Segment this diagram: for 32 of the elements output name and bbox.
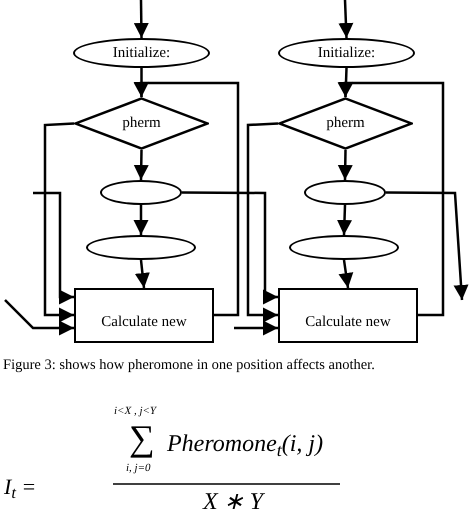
arrow	[134, 205, 148, 235]
process-box	[278, 288, 418, 343]
arrow	[338, 260, 354, 288]
formula-text: I$_{t}$ =	[4, 476, 36, 498]
formula-text: X ∗ Y	[203, 490, 264, 514]
arrow	[338, 150, 353, 180]
arrow	[134, 0, 149, 38]
node-label: Initialize:	[318, 44, 376, 63]
node-label: Initialize:	[112, 44, 170, 63]
arrow	[133, 82, 240, 316]
arrow	[337, 204, 352, 236]
formula-text: ∑	[129, 420, 155, 456]
arrow	[134, 150, 149, 180]
arrow	[338, 0, 354, 38]
arrow	[182, 191, 278, 304]
arrow	[44, 122, 74, 322]
arrow	[246, 122, 278, 322]
process-box	[74, 288, 214, 343]
arrow	[337, 82, 444, 316]
node-label: pherm	[326, 114, 365, 134]
arrow	[4, 299, 74, 336]
node-label: pherm	[122, 114, 161, 134]
formula-text: i, j=0	[126, 463, 151, 474]
arrow	[386, 191, 468, 300]
formula-text: Pheromone$_{t}$(i, j)	[167, 432, 324, 456]
arrow	[33, 192, 74, 304]
node-label: Calculate new	[101, 312, 187, 332]
formula-text: i<X , j<Y	[114, 406, 156, 417]
arrow	[234, 320, 278, 336]
caption: Figure 3: shows how pheromone in one position affects another.	[3, 356, 375, 375]
node-label: Calculate new	[305, 312, 391, 332]
arrow	[134, 260, 150, 288]
